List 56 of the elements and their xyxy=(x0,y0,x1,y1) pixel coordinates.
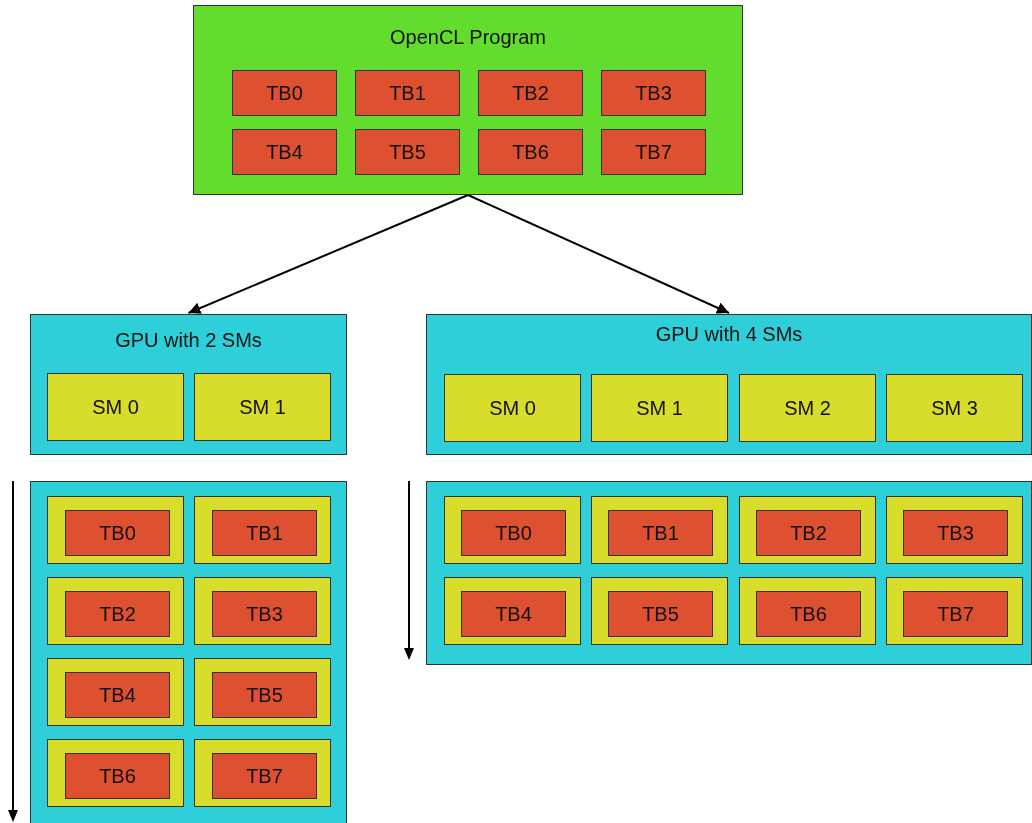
thread-block: TB3 xyxy=(601,70,706,116)
sm-block: SM 0 xyxy=(47,373,184,441)
gpu-panel xyxy=(30,481,347,823)
sm-block xyxy=(886,496,1023,564)
thread-block: TB0 xyxy=(232,70,337,116)
sm-block xyxy=(886,577,1023,645)
sm-block xyxy=(194,577,331,645)
sm-block xyxy=(194,658,331,726)
thread-block: TB7 xyxy=(212,753,317,799)
panel-title: OpenCL Program xyxy=(389,26,547,49)
thread-block: TB4 xyxy=(232,129,337,175)
thread-block: TB5 xyxy=(608,591,713,637)
thread-block: TB4 xyxy=(65,672,170,718)
thread-block: TB6 xyxy=(65,753,170,799)
thread-block: TB5 xyxy=(355,129,460,175)
gpu-panel xyxy=(426,481,1032,665)
sm-block xyxy=(47,577,184,645)
sm-block xyxy=(47,739,184,807)
gpu-panel xyxy=(426,314,1032,455)
thread-block: TB1 xyxy=(608,510,713,556)
panel-title: GPU with 4 SMs xyxy=(654,323,804,346)
sm-block xyxy=(739,496,876,564)
sm-block: SM 1 xyxy=(591,374,728,442)
sm-block xyxy=(591,577,728,645)
thread-block: TB1 xyxy=(355,70,460,116)
thread-block: TB4 xyxy=(461,591,566,637)
sm-block xyxy=(591,496,728,564)
thread-block: TB5 xyxy=(212,672,317,718)
sm-block xyxy=(444,496,581,564)
thread-block: TB7 xyxy=(601,129,706,175)
thread-block: TB7 xyxy=(903,591,1008,637)
panel-title: GPU with 2 SMs xyxy=(114,329,263,352)
thread-block: TB2 xyxy=(65,591,170,637)
sm-block: SM 0 xyxy=(444,374,581,442)
arrow xyxy=(467,194,730,314)
sm-block xyxy=(47,658,184,726)
sm-block xyxy=(194,496,331,564)
sm-block: SM 3 xyxy=(886,374,1023,442)
sm-block xyxy=(47,496,184,564)
thread-block: TB3 xyxy=(903,510,1008,556)
sm-block: SM 1 xyxy=(194,373,331,441)
thread-block: TB1 xyxy=(212,510,317,556)
arrow xyxy=(187,194,469,314)
sm-block: SM 2 xyxy=(739,374,876,442)
program-panel xyxy=(193,5,743,195)
thread-block: TB0 xyxy=(461,510,566,556)
sm-block xyxy=(739,577,876,645)
sm-block xyxy=(444,577,581,645)
thread-block: TB3 xyxy=(212,591,317,637)
thread-block: TB2 xyxy=(756,510,861,556)
sm-block xyxy=(194,739,331,807)
thread-block: TB0 xyxy=(65,510,170,556)
thread-block: TB2 xyxy=(478,70,583,116)
thread-block: TB6 xyxy=(756,591,861,637)
gpu-panel xyxy=(30,314,347,455)
thread-block: TB6 xyxy=(478,129,583,175)
